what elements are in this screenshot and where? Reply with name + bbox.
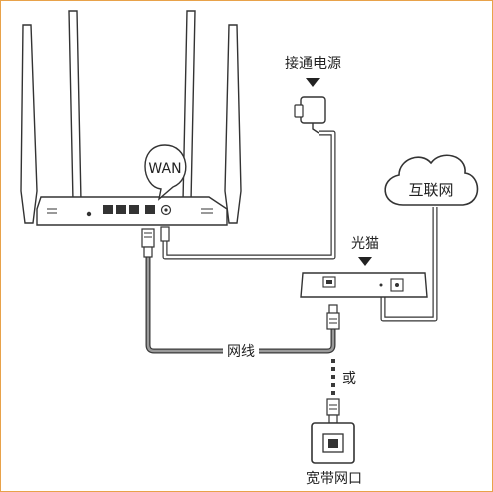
internet-label: 互联网 — [408, 181, 453, 199]
modem-indicator — [379, 283, 383, 287]
power-adapter: 接通电源 — [285, 55, 341, 134]
router-rj45-plug — [141, 228, 155, 258]
wan-bubble-shape — [144, 144, 187, 201]
power-cable — [160, 130, 336, 260]
modem-to-internet-cable — [380, 207, 438, 322]
power-adapter-body — [300, 96, 326, 124]
network-cable-label: 网线 — [227, 344, 255, 360]
broadband-wall-port: 宽带网口 — [306, 422, 362, 487]
modem-power-jack-center — [395, 283, 399, 287]
wan-label: WAN — [148, 161, 181, 177]
power-source-label: 接通电源 — [285, 55, 341, 72]
router-antennas — [20, 10, 242, 224]
network-cable-label-bg — [223, 342, 259, 360]
wan-port — [145, 205, 155, 214]
broadband-port-label: 宽带网口 — [306, 470, 362, 487]
power-arrow-icon — [306, 78, 320, 87]
antenna-1 — [20, 24, 38, 224]
antenna-4 — [224, 24, 242, 224]
antenna-2 — [68, 10, 82, 202]
router — [36, 196, 228, 226]
lan-port-3 — [129, 205, 139, 214]
lan-port-1 — [103, 205, 113, 214]
power-jack-center — [164, 208, 168, 212]
modem-lan-port-inner — [326, 280, 332, 284]
optical-modem: 光猫 — [300, 236, 428, 298]
internet-cloud: 互联网 — [384, 154, 479, 206]
cloud-icon — [384, 154, 479, 206]
modem-body — [300, 272, 428, 298]
router-vent-right — [201, 208, 213, 214]
wall-rj45-plug — [326, 398, 340, 424]
optical-modem-label: 光猫 — [351, 236, 379, 252]
modem-rj45-plug — [326, 304, 340, 330]
or-label: 或 — [342, 371, 356, 387]
wan-callout: WAN — [144, 144, 187, 201]
reset-button — [86, 211, 92, 217]
wall-port-socket-inner — [328, 439, 338, 448]
power-adapter-tail — [312, 123, 320, 134]
lan-port-2 — [116, 205, 126, 214]
power-adapter-plug — [294, 104, 304, 118]
network-cable — [145, 257, 336, 354]
router-vent-left — [47, 208, 57, 214]
power-cable-plug — [160, 226, 170, 242]
modem-arrow-icon — [358, 257, 372, 266]
